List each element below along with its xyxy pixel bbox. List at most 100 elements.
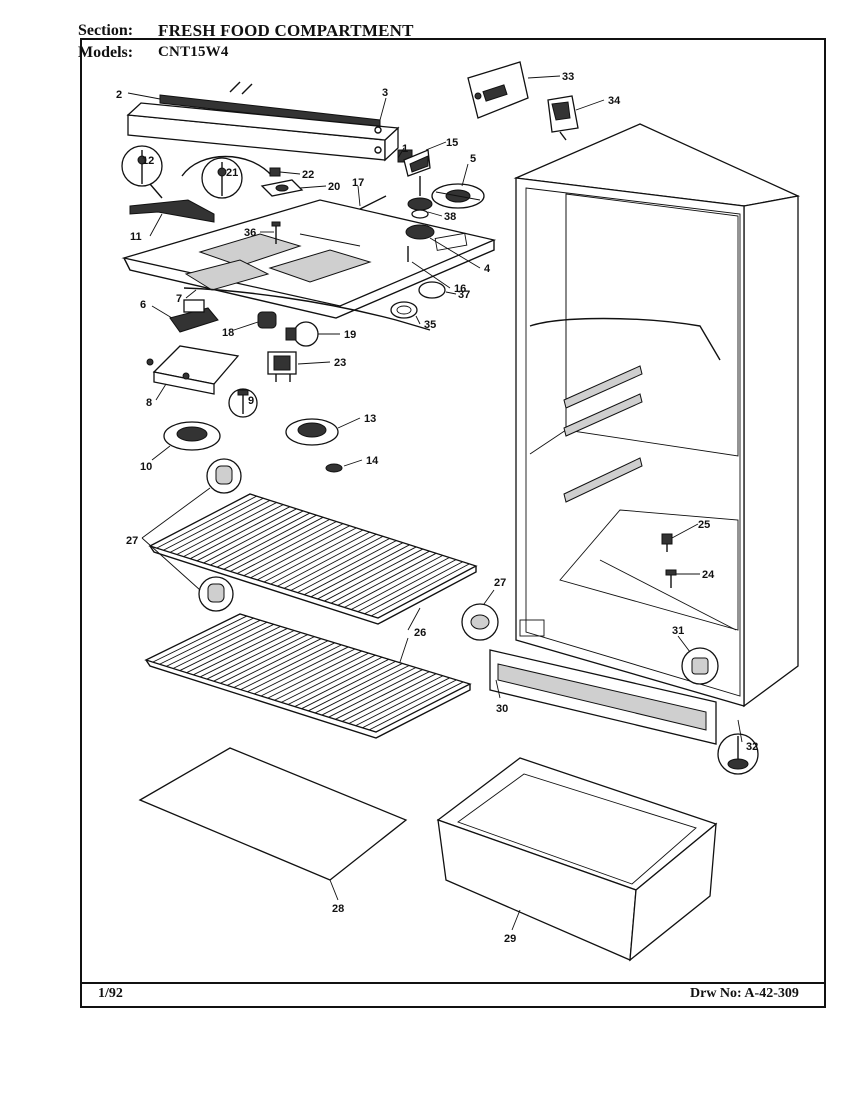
shelf-wire xyxy=(267,650,362,699)
shelf-wire xyxy=(301,660,396,710)
shelf-wire xyxy=(206,632,302,680)
part-27-support-top xyxy=(206,458,242,494)
part-27-support-mid xyxy=(198,576,234,612)
shelf-wire xyxy=(169,499,271,553)
shelf-wire xyxy=(152,615,247,663)
callout-18: 18 xyxy=(222,327,234,339)
shelf-wire xyxy=(196,508,297,562)
part-10-dial xyxy=(163,421,221,451)
part-12-detail xyxy=(121,145,163,199)
part-27-support-right xyxy=(461,603,499,641)
callout-10: 10 xyxy=(140,461,152,473)
shelf-wire xyxy=(335,671,430,720)
shelf-wire xyxy=(257,527,357,581)
shelf-wire xyxy=(328,669,423,718)
callout-32: 32 xyxy=(746,741,758,753)
shelf-wire xyxy=(355,677,450,727)
shelf-wire xyxy=(270,531,370,585)
callout-27-left: 27 xyxy=(126,535,138,547)
shelf-wire xyxy=(203,510,304,564)
shelf-wire xyxy=(176,502,277,555)
part-1-15-thermostat xyxy=(397,149,431,196)
shelf-wire xyxy=(243,523,344,577)
shelf-wire xyxy=(213,634,308,682)
callout-20: 20 xyxy=(328,181,340,193)
shelf-wire xyxy=(230,519,330,572)
part-28-glass-shelf xyxy=(138,747,408,881)
shelf-wire xyxy=(172,621,268,669)
cabinet-liner xyxy=(513,123,801,708)
shelf-wire xyxy=(341,673,437,722)
shelf-wire xyxy=(179,623,275,671)
models-label: Models: xyxy=(78,44,134,61)
callout-17: 17 xyxy=(352,177,364,189)
shelf-wire xyxy=(324,548,424,602)
shelf-wire xyxy=(156,495,257,549)
shelf-wire xyxy=(236,521,337,574)
callout-37: 37 xyxy=(458,289,470,301)
part-25-clip xyxy=(661,533,673,552)
shelf-wire xyxy=(294,658,390,707)
callout-6: 6 xyxy=(140,299,146,311)
shelf-wire xyxy=(297,540,397,593)
shelf-wire xyxy=(210,512,311,566)
part-24-screw xyxy=(665,569,677,588)
shelf-wire xyxy=(317,546,417,600)
shelf-wire xyxy=(364,561,463,615)
shelf-wire xyxy=(190,506,291,560)
part-23-relay xyxy=(267,351,297,382)
callout-24: 24 xyxy=(702,569,715,581)
shelf-wire xyxy=(233,640,329,688)
callout-35: 35 xyxy=(424,319,436,331)
part-36-screws xyxy=(271,221,409,262)
part-31-hinge xyxy=(681,647,719,685)
callout-16: 16 xyxy=(454,283,466,295)
shelf-wire xyxy=(310,544,410,598)
leader-lines xyxy=(127,75,743,931)
shelf-wire xyxy=(247,644,342,693)
callout-21: 21 xyxy=(226,167,238,179)
part-11-clip xyxy=(129,199,215,223)
shelf-wire xyxy=(330,550,430,604)
part-26-upper-shelf xyxy=(148,493,478,625)
callout-9: 9 xyxy=(248,395,254,407)
callout-34: 34 xyxy=(608,95,621,107)
shelf-wire xyxy=(283,535,384,589)
callout-28: 28 xyxy=(332,903,344,915)
callout-11: 11 xyxy=(130,231,142,243)
callout-8: 8 xyxy=(146,397,152,409)
part-19-bulb xyxy=(285,321,319,347)
shelf-wire xyxy=(348,675,444,724)
part-8-box xyxy=(146,345,240,395)
shelf-wire xyxy=(344,555,443,608)
shelf-wire xyxy=(357,559,457,613)
part-35-ring xyxy=(390,301,418,319)
shelf-wire xyxy=(193,628,288,676)
part-37-cap xyxy=(418,281,446,299)
callout-30: 30 xyxy=(496,703,508,715)
shelf-wire xyxy=(186,625,281,674)
shelf-wire xyxy=(314,665,410,714)
callout-3: 3 xyxy=(382,87,388,99)
shelf-wire xyxy=(159,617,254,665)
callout-15: 15 xyxy=(446,137,458,149)
callout-19: 19 xyxy=(344,329,356,341)
callout-33: 33 xyxy=(562,71,574,83)
shelf-wire xyxy=(199,630,295,678)
shelf-wire xyxy=(216,514,317,568)
shelf-wire xyxy=(274,652,369,701)
part-22-20-pads xyxy=(260,167,304,197)
shelf-wire xyxy=(166,619,261,667)
part-38-knob xyxy=(407,197,433,219)
section-label: Section: xyxy=(78,22,134,39)
shelf-wire xyxy=(337,552,437,606)
shelf-wire xyxy=(308,663,403,712)
part-3-housing xyxy=(126,102,400,162)
part-14-button xyxy=(325,463,343,473)
footer-date: 1/92 xyxy=(98,986,123,1001)
shelf-wire xyxy=(290,538,390,591)
shelf-wire xyxy=(263,529,364,583)
part-5-damper xyxy=(431,183,485,209)
callout-7: 7 xyxy=(176,293,182,305)
